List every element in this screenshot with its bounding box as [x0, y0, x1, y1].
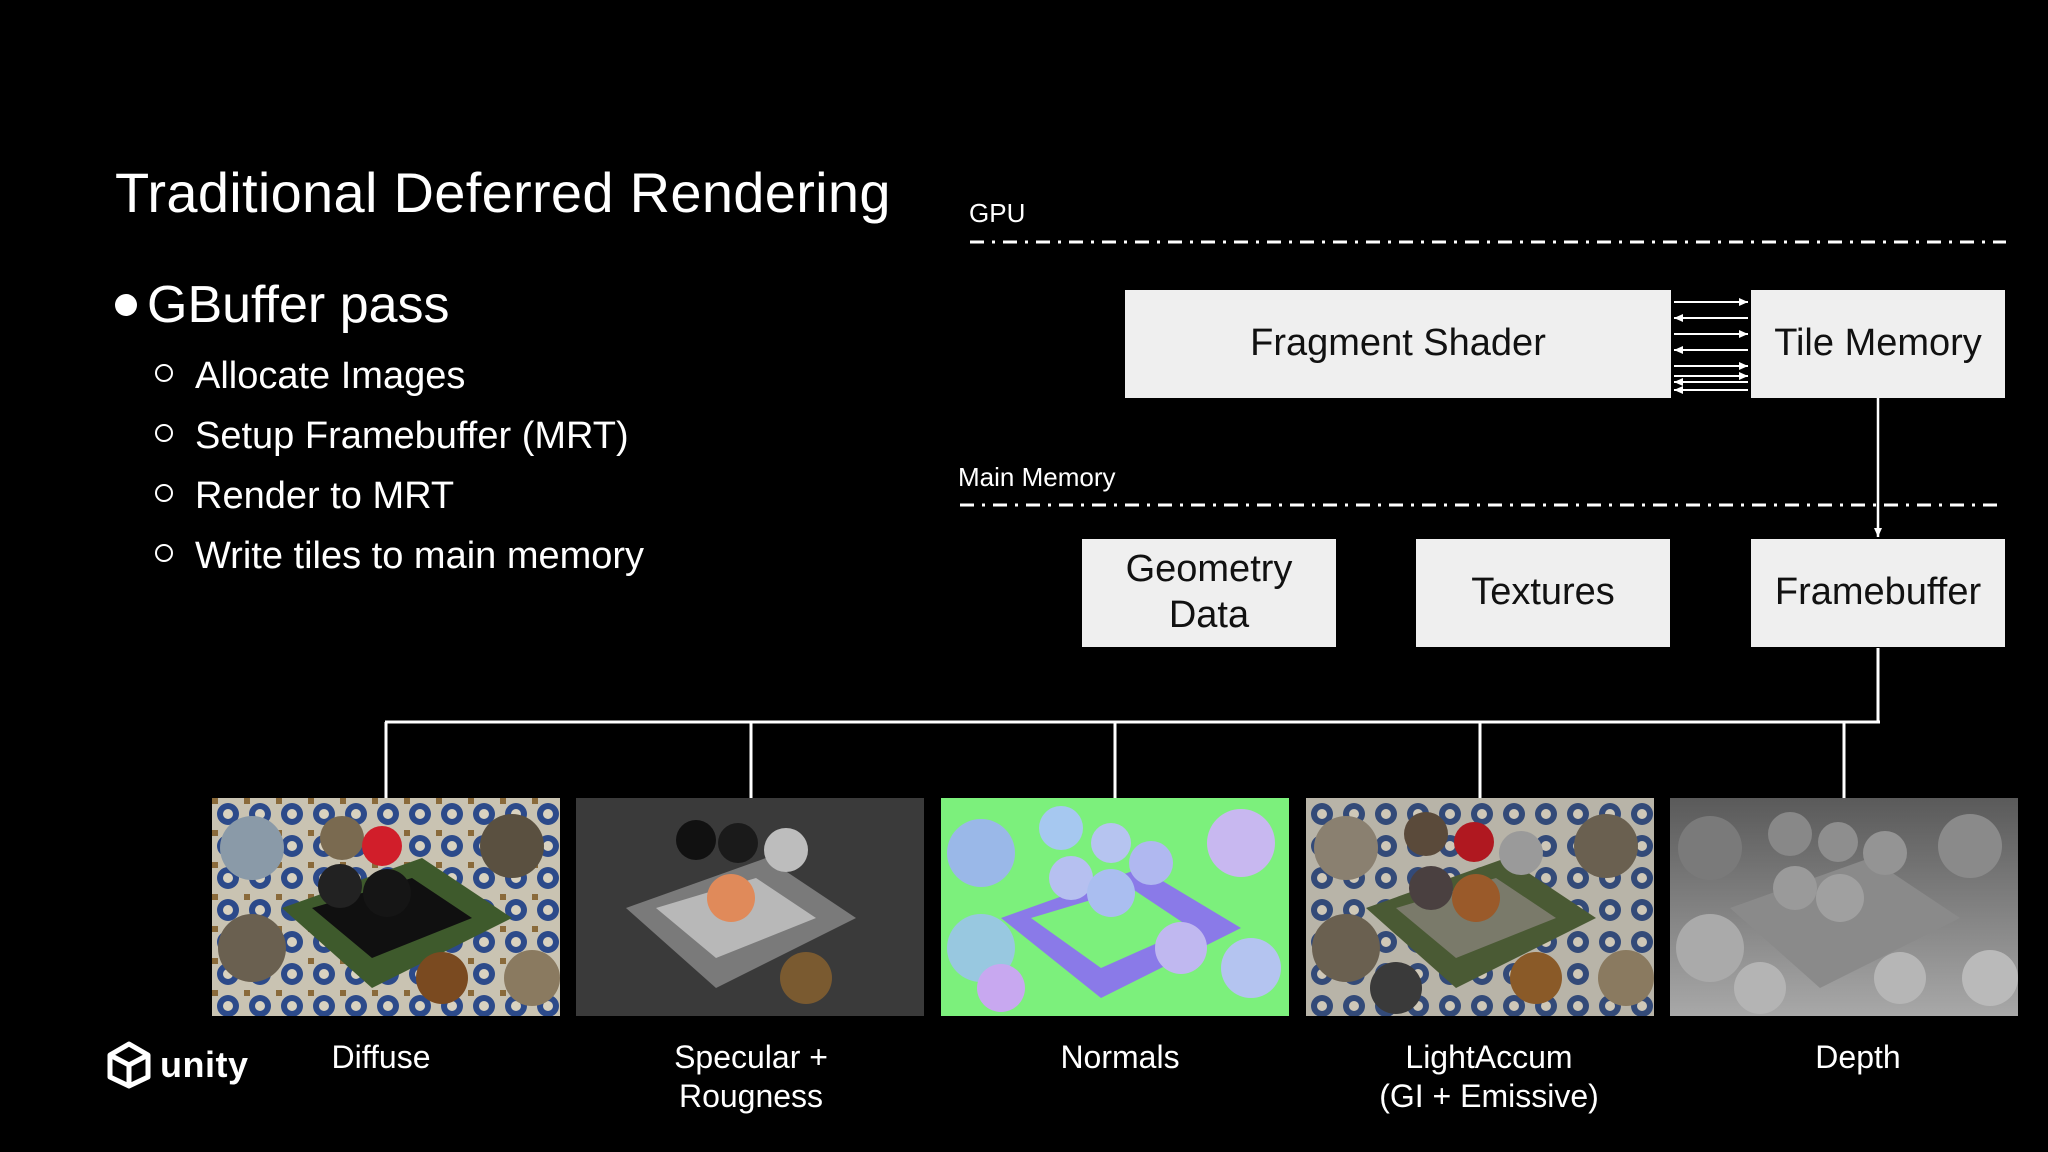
framebuffer-distribution-lines: [384, 648, 1880, 798]
diffuse-render: [212, 798, 560, 1016]
sub-bullet-allocate-images: Allocate Images: [155, 355, 465, 398]
sub-bullet-ring-icon: [155, 484, 173, 502]
caption-lightaccum: LightAccum (GI + Emissive): [1379, 1039, 1599, 1114]
depth-render: [1670, 798, 2018, 1016]
bullet-gbuffer-pass: GBuffer pass: [115, 275, 450, 335]
sub-bullet-ring-icon: [155, 424, 173, 442]
normals-render: [941, 798, 1289, 1016]
textures-box: Textures: [1416, 539, 1670, 647]
bullet-dot-icon: [115, 294, 137, 316]
slide-title: Traditional Deferred Rendering: [115, 161, 891, 224]
tile-memory-arrows: [1674, 298, 1748, 394]
caption-diffuse: Diffuse: [331, 1039, 431, 1075]
sub-bullet-ring-icon: [155, 544, 173, 562]
unity-cube-icon: [107, 1041, 151, 1089]
caption-depth: Depth: [1815, 1039, 1901, 1075]
specular-render: [576, 798, 924, 1016]
unity-logo: unity: [104, 1040, 249, 1090]
geometry-data-box: Geometry Data: [1082, 539, 1336, 647]
sub-bullet-ring-icon: [155, 364, 173, 382]
sub-bullet-render-mrt: Render to MRT: [155, 475, 454, 518]
sub-bullet-setup-framebuffer: Setup Framebuffer (MRT): [155, 415, 629, 458]
lightaccum-render: [1306, 798, 1654, 1016]
caption-normals: Normals: [1060, 1039, 1180, 1075]
main-memory-label: Main Memory: [958, 462, 1116, 492]
caption-specular: Specular + Rougness: [674, 1039, 828, 1114]
framebuffer-box: Framebuffer: [1751, 539, 2005, 647]
tile-memory-box: Tile Memory: [1751, 290, 2005, 398]
fragment-shader-box: Fragment Shader: [1125, 290, 1671, 398]
sub-bullet-write-tiles: Write tiles to main memory: [155, 535, 644, 578]
gpu-label: GPU: [969, 198, 1026, 228]
